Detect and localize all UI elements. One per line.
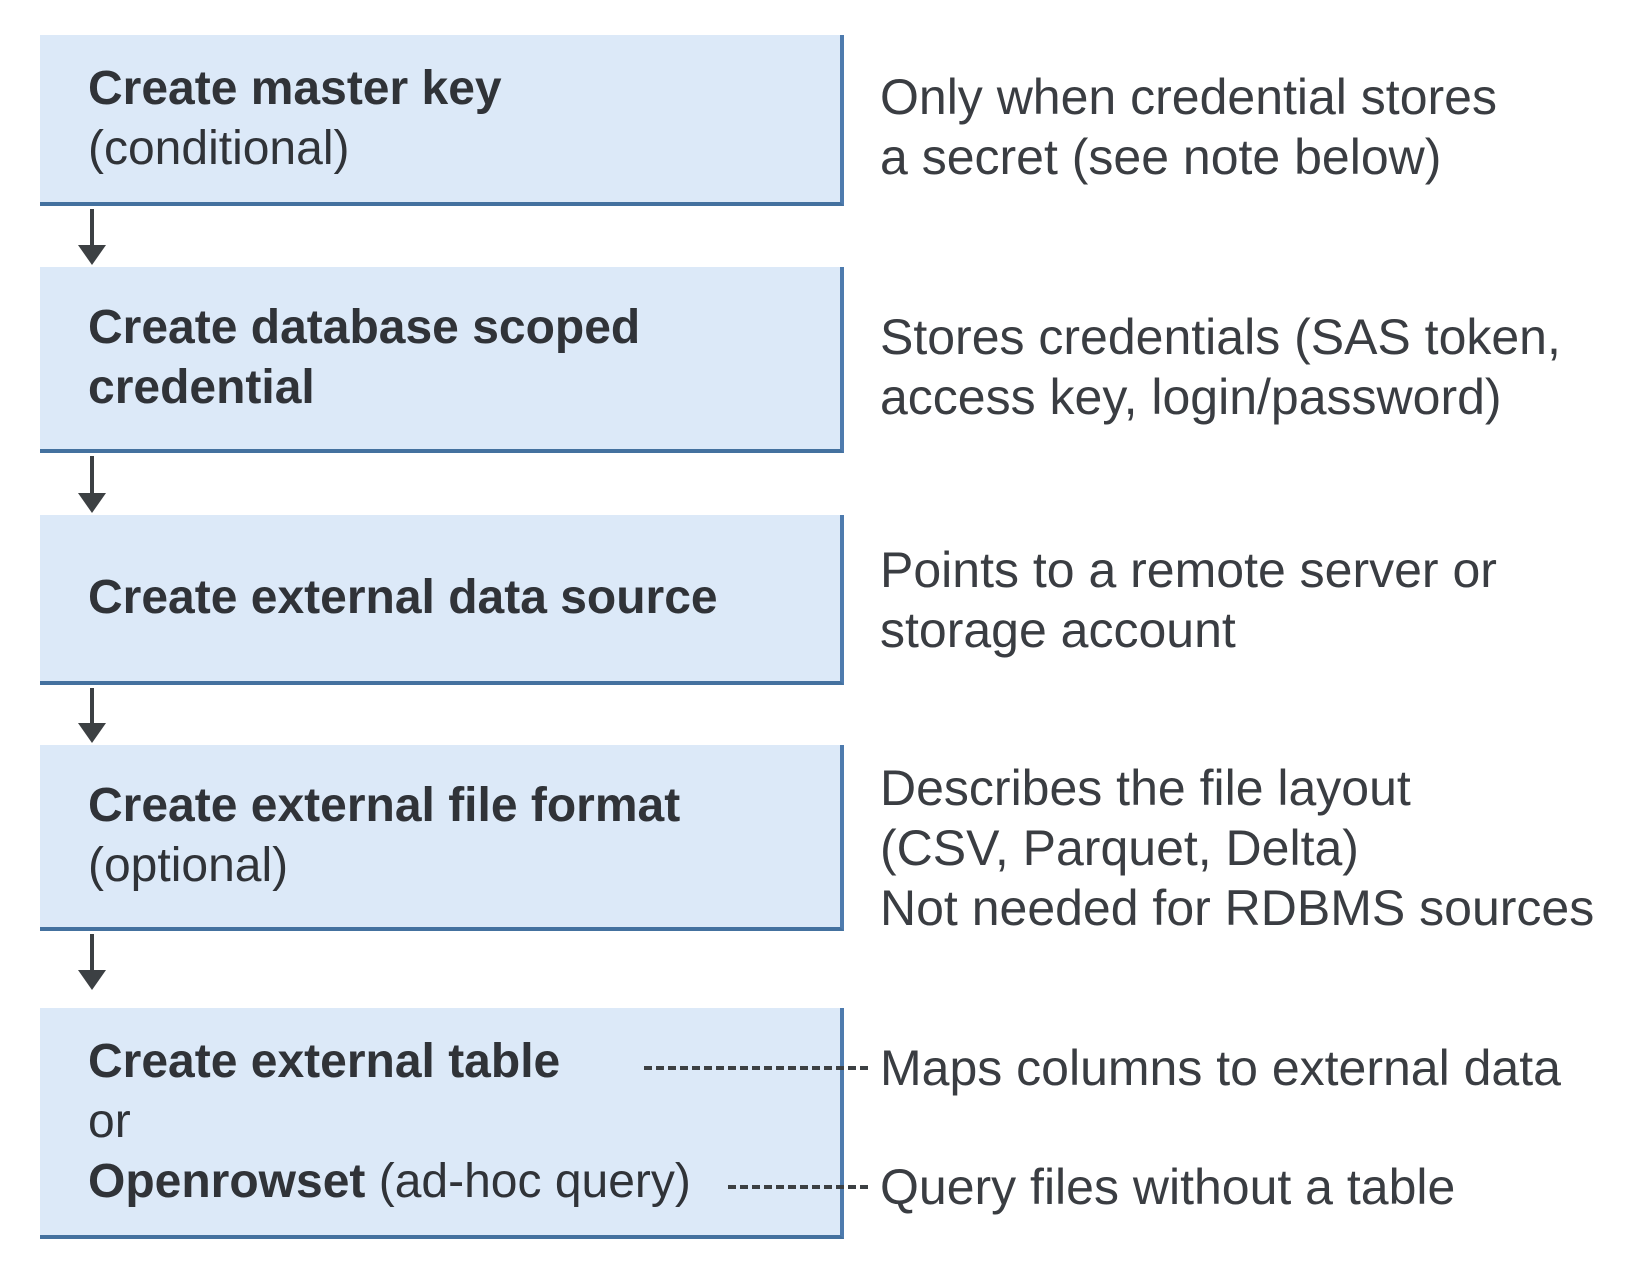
step-title: Create external file format (88, 779, 681, 832)
step-box-external-table-openrowset: Create external table or Openrowset (ad-… (40, 1008, 844, 1239)
step-title: Create external table (88, 1034, 561, 1088)
arrow-shaft (90, 209, 94, 245)
step-box-master-key: Create master key (conditional) (40, 35, 844, 206)
arrow-head-icon (78, 493, 106, 513)
note-line: Describes the file layout (880, 760, 1411, 816)
note-line: Stores credentials (SAS token, (880, 309, 1561, 365)
note-line: access key, login/password) (880, 369, 1502, 425)
note-openrowset: Query files without a table (880, 1157, 1455, 1217)
step-alt-title-rest: (ad-hoc query) (378, 1154, 691, 1208)
arrow-shaft (90, 934, 94, 970)
dashed-connector-external-table (644, 1066, 868, 1070)
note-line: Points to a remote server or (880, 542, 1497, 598)
note-master-key: Only when credential stores a secret (se… (880, 67, 1497, 187)
step-box-external-file-format: Create external file format (optional) (40, 745, 844, 931)
note-scoped-credential: Stores credentials (SAS token, access ke… (880, 307, 1561, 427)
step-subtitle: (conditional) (88, 121, 350, 175)
arrow-head-icon (78, 245, 106, 265)
step-subtitle: (optional) (88, 839, 289, 892)
step-box-external-data-source: Create external data source (40, 515, 844, 685)
note-line: Maps columns to external data (880, 1040, 1561, 1096)
arrow-head-icon (78, 723, 106, 743)
step-alt-title: Openrowset (ad-hoc query) (88, 1152, 840, 1212)
dashed-connector-openrowset (728, 1185, 868, 1189)
note-external-table: Maps columns to external data (880, 1038, 1561, 1098)
arrow-shaft (90, 456, 94, 493)
flow-arrow-down-4 (78, 934, 106, 990)
note-external-file-format: Describes the file layout (CSV, Parquet,… (880, 758, 1594, 938)
note-line: (CSV, Parquet, Delta) (880, 820, 1359, 876)
flow-arrow-down-2 (78, 456, 106, 513)
step-or-label: or (88, 1094, 131, 1148)
flow-arrow-down-1 (78, 209, 106, 265)
arrow-head-icon (78, 970, 106, 990)
arrow-shaft (90, 688, 94, 723)
step-title: Create external data source (88, 571, 718, 624)
step-title-line2: credential (88, 361, 315, 414)
note-line: Not needed for RDBMS sources (880, 880, 1595, 936)
step-box-scoped-credential: Create database scoped credential (40, 267, 844, 453)
flow-arrow-down-3 (78, 688, 106, 743)
note-external-data-source: Points to a remote server or storage acc… (880, 540, 1497, 660)
note-line: Query files without a table (880, 1159, 1456, 1215)
step-title-line1: Create database scoped (88, 301, 641, 354)
note-line: storage account (880, 602, 1236, 658)
step-title: Create master key (88, 61, 502, 115)
step-alt-title-bold: Openrowset (88, 1154, 366, 1208)
note-line: a secret (see note below) (880, 129, 1442, 185)
note-line: Only when credential stores (880, 69, 1497, 125)
